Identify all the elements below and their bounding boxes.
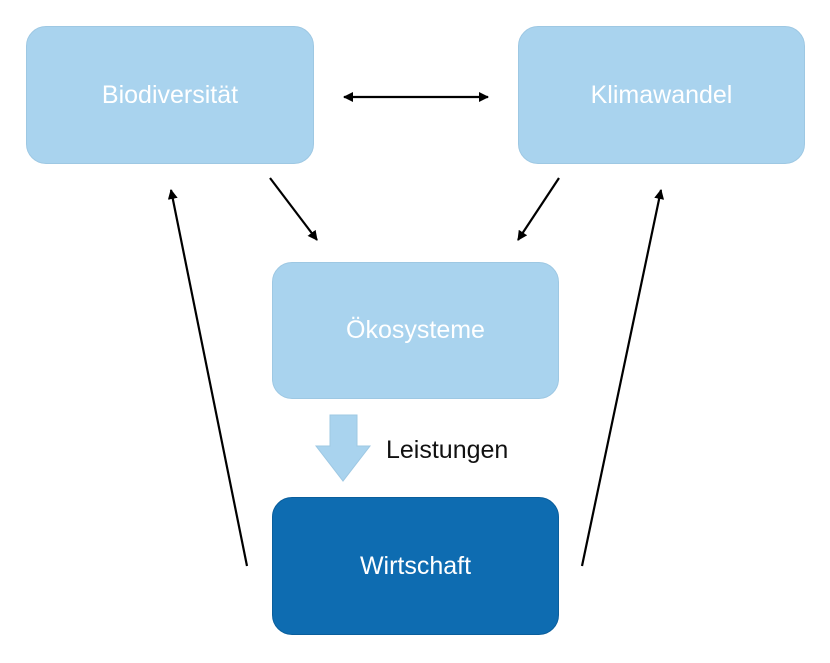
node-label: Ökosysteme: [346, 316, 485, 344]
edge-label-leistungen: Leistungen: [386, 436, 509, 464]
node-label: Biodiversität: [101, 80, 239, 109]
node-label: Wirtschaft: [359, 551, 472, 580]
node-wirtschaft: Wirtschaft: [272, 497, 559, 635]
block-arrow-oekosysteme-wirtschaft: [314, 414, 372, 482]
node-oekosysteme: Ökosysteme: [272, 262, 559, 399]
node-label: Klimawandel: [590, 80, 733, 109]
node-biodiversitaet: Biodiversität: [26, 26, 314, 164]
node-klimawandel: Klimawandel: [518, 26, 805, 164]
arrow-klimawandel-oekosysteme: [517, 177, 560, 241]
arrow-wirtschaft-biodiversitaet: [167, 189, 249, 567]
arrow-biodiversitaet-oekosysteme: [269, 177, 318, 241]
arrow-wirtschaft-klimawandel: [580, 189, 665, 567]
